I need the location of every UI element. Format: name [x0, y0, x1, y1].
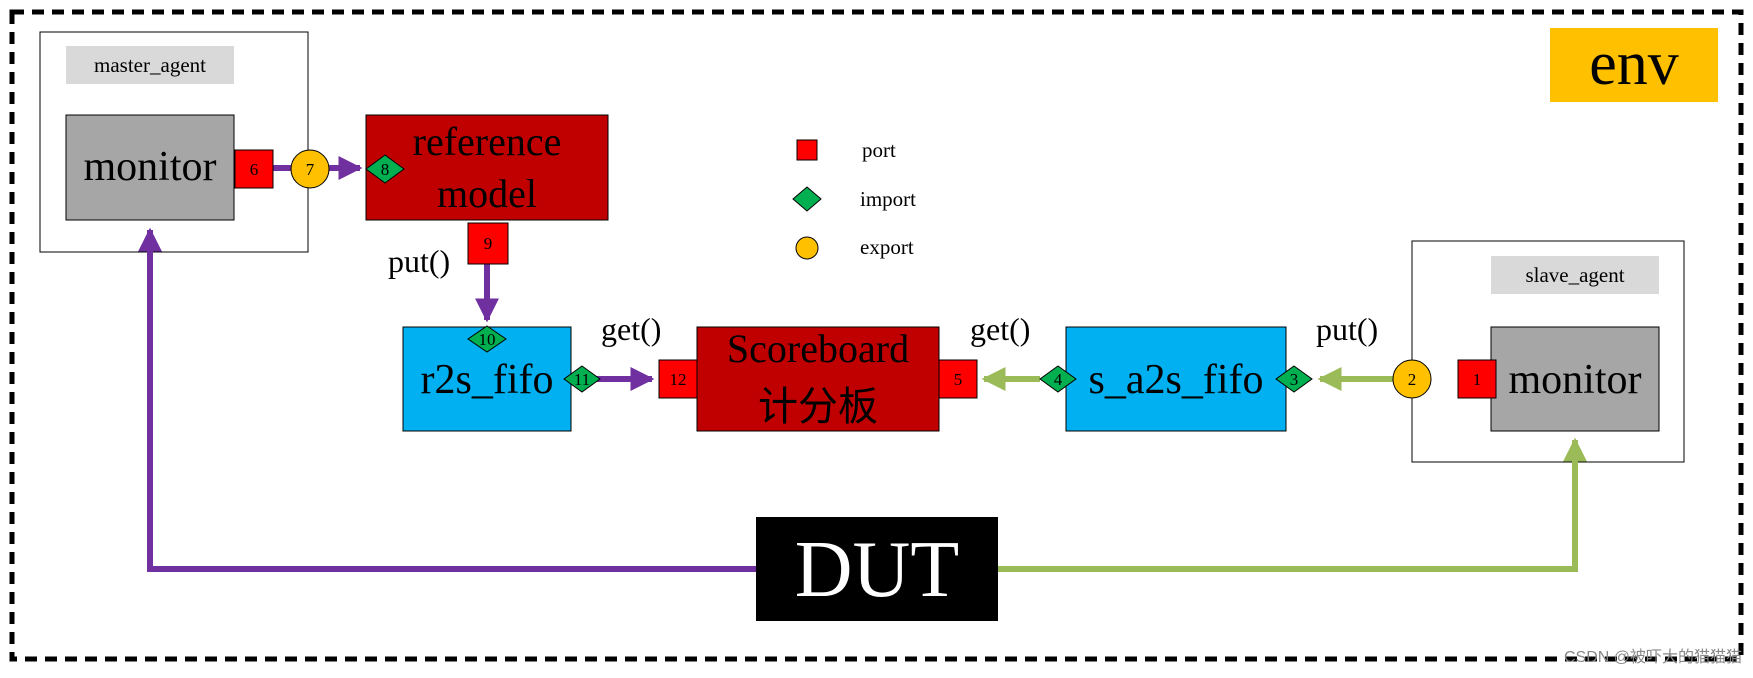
legend-import-label: import [860, 187, 916, 211]
master-agent-label-bg [66, 46, 234, 84]
import-3-label: 3 [1290, 370, 1299, 389]
import-3 [1275, 365, 1313, 393]
legend-export-icon [795, 236, 819, 260]
port-9 [467, 222, 509, 265]
dut-box [756, 517, 998, 621]
reference-model-line1: reference [413, 119, 562, 164]
port-1-label: 1 [1473, 370, 1482, 389]
arrow-dut-to-slave-monitor [998, 437, 1587, 572]
env-boundary [9, 9, 1744, 662]
port-6 [234, 149, 274, 189]
put-call-left: put() [388, 243, 450, 279]
import-4 [1039, 365, 1077, 393]
r2s-fifo-label: r2s_fifo [421, 357, 554, 403]
master-monitor-box [65, 114, 235, 221]
env-badge [1550, 28, 1718, 102]
import-10 [467, 325, 507, 353]
arrow-dut-to-master-monitor [138, 227, 756, 572]
import-10-label: 10 [479, 330, 496, 349]
port-5-label: 5 [954, 370, 963, 389]
reference-model-box [365, 114, 609, 221]
s-a2s-fifo-label: s_a2s_fifo [1089, 357, 1264, 403]
port-12 [658, 359, 698, 399]
slave-agent-label-bg [1491, 256, 1659, 294]
import-8 [365, 154, 405, 184]
reference-model-line2: model [437, 171, 537, 216]
legend-port-icon [796, 139, 818, 161]
export-2-label: 2 [1408, 370, 1417, 389]
import-11 [563, 365, 601, 393]
port-6-label: 6 [250, 160, 259, 179]
master-monitor-label: monitor [84, 144, 217, 190]
import-8-label: 8 [381, 160, 390, 179]
port-12-label: 12 [670, 370, 687, 389]
scoreboard-box [696, 326, 940, 432]
scoreboard-line2: 计分板 [758, 384, 878, 429]
legend-port-label: port [862, 138, 896, 162]
scoreboard-line1: Scoreboard [727, 326, 909, 371]
master-agent-label: master_agent [94, 53, 206, 77]
get-call-left: get() [601, 311, 661, 347]
import-4-label: 4 [1054, 370, 1063, 389]
port-9-label: 9 [484, 234, 493, 253]
env-label: env [1589, 30, 1679, 98]
port-1 [1457, 359, 1497, 399]
slave-agent-label: slave_agent [1525, 263, 1624, 287]
watermark: CSDN @被吓大的猫猫猫 [1564, 648, 1742, 666]
import-11-label: 11 [574, 370, 590, 389]
legend-export-label: export [860, 235, 914, 259]
port-5 [938, 359, 978, 399]
s-a2s-fifo-box [1065, 326, 1287, 432]
put-call-right: put() [1316, 311, 1378, 347]
get-call-right: get() [970, 311, 1030, 347]
export-7 [290, 149, 330, 189]
legend-import-icon [792, 186, 822, 212]
export-2 [1392, 359, 1432, 399]
dut-label: DUT [795, 526, 959, 614]
slave-monitor-label: monitor [1509, 357, 1642, 403]
export-7-label: 7 [306, 160, 315, 179]
